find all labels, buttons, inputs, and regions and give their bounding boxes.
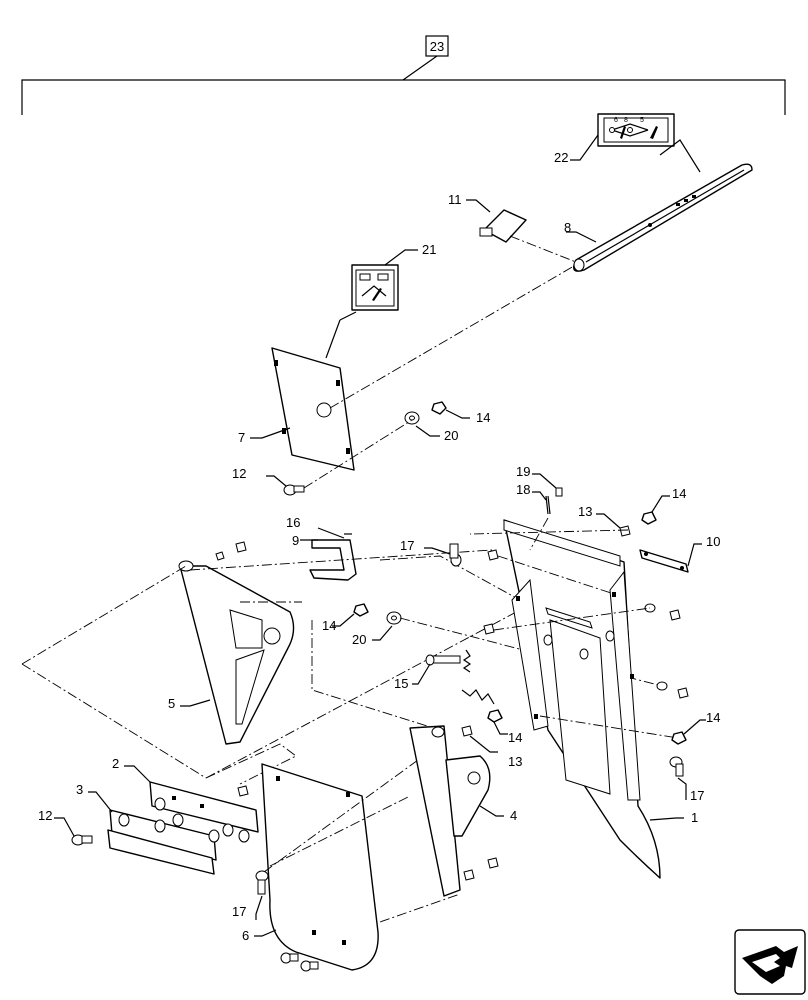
label-1: 1: [691, 810, 698, 825]
nut-13-lower: [461, 725, 498, 753]
decal-22: 6 8 5: [570, 113, 701, 173]
callout-labels: 1 2 3 4 5 6 7 8 9 10 11 12 12 13 13 14 1…: [38, 150, 720, 943]
svg-text:8: 8: [624, 117, 628, 124]
label-5: 5: [168, 696, 175, 711]
pin-18-19: [529, 473, 563, 551]
panel-6: [254, 743, 441, 971]
label-3: 3: [76, 782, 83, 797]
nut-13-upper: [596, 513, 631, 537]
label-10: 10: [706, 534, 720, 549]
washer-20-upper: [404, 411, 440, 437]
bolt-17-upper: [424, 543, 462, 567]
nut-14-right: [671, 719, 706, 745]
label-12-upper: 12: [232, 466, 246, 481]
callout-23: 23: [430, 39, 444, 54]
label-19: 19: [516, 464, 530, 479]
plate-7: [250, 265, 575, 471]
label-17-right: 17: [690, 788, 704, 803]
strap-10: [639, 543, 702, 573]
label-13-upper: 13: [578, 504, 592, 519]
panel-1: [503, 519, 684, 879]
panel-1-bolts: [483, 549, 689, 739]
label-17-upper: 17: [400, 538, 414, 553]
label-14-d: 14: [508, 730, 522, 745]
label-12-lower: 12: [38, 808, 52, 823]
label-11: 11: [448, 192, 462, 207]
label-8: 8: [564, 220, 571, 235]
pin-11: [466, 199, 577, 263]
label-17-lower: 17: [232, 904, 246, 919]
label-2: 2: [112, 756, 119, 771]
label-15: 15: [394, 676, 408, 691]
bolt-17-right: [669, 756, 687, 800]
arrow-navigation-icon[interactable]: [734, 929, 806, 995]
bolts-bottom: [280, 952, 319, 972]
hardware-5-top: [215, 541, 247, 561]
label-20-mid: 20: [352, 632, 366, 647]
svg-text:5: 5: [640, 117, 644, 124]
label-14-c: 14: [322, 618, 336, 633]
label-4: 4: [510, 808, 517, 823]
nut-14-lower-a: [487, 709, 508, 735]
hinge-3: [88, 791, 220, 875]
bolt-12-lower: [54, 817, 93, 846]
label-22: 22: [554, 150, 568, 165]
bracket-4: [269, 725, 504, 897]
nut-14-mid: [332, 603, 369, 627]
svg-text:6: 6: [614, 117, 618, 124]
label-6: 6: [242, 928, 249, 943]
hinge-2: [124, 743, 297, 843]
clip-9: [300, 527, 357, 581]
bolt-12-upper: [266, 419, 413, 496]
label-16: 16: [286, 515, 300, 530]
nut-14-upper: [431, 401, 470, 419]
label-7: 7: [238, 430, 245, 445]
label-21: 21: [422, 242, 436, 257]
label-9: 9: [292, 533, 299, 548]
bolt-17-lower: [255, 870, 269, 920]
shaft-8: [566, 163, 753, 272]
label-18: 18: [516, 482, 530, 497]
hardware-4-bottom: [237, 785, 499, 923]
label-20-upper: 20: [444, 428, 458, 443]
assembly-bracket: 23: [21, 35, 786, 115]
label-14-e: 14: [706, 710, 720, 725]
label-14-b: 14: [672, 486, 686, 501]
nut-14-upper-right: [469, 495, 670, 535]
bracket-5: [178, 560, 295, 745]
label-14-a: 14: [476, 410, 490, 425]
label-13-lower: 13: [508, 754, 522, 769]
decal-21: [325, 249, 418, 359]
spring-15: [412, 649, 495, 705]
